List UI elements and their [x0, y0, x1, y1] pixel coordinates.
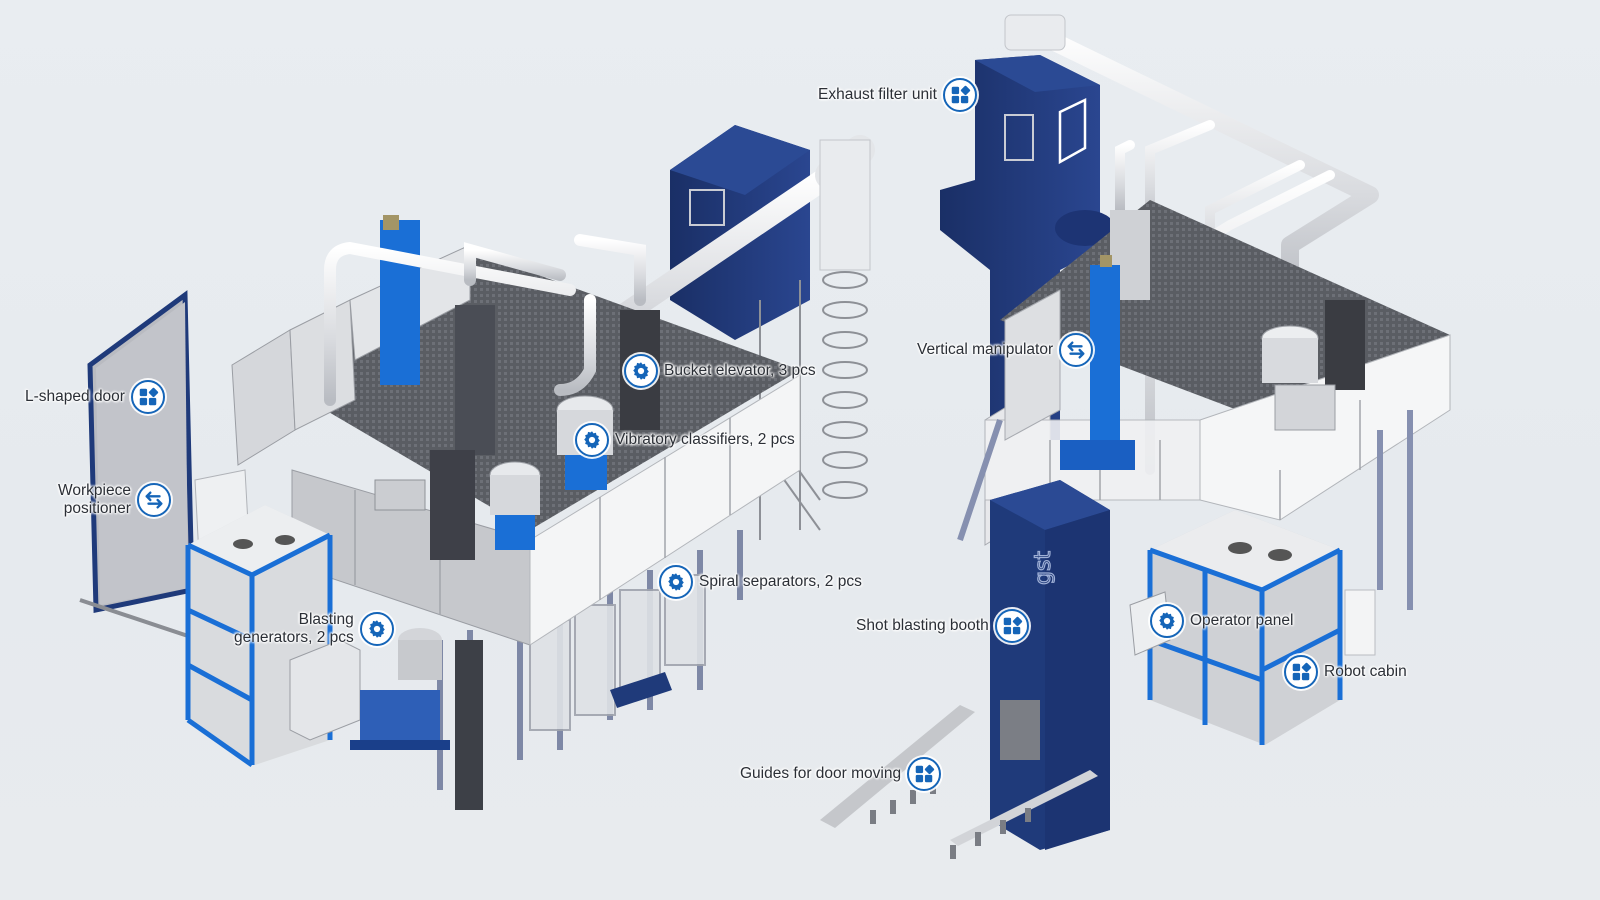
hotspot-spiral-separators[interactable]: Spiral separators, 2 pcs: [659, 565, 862, 599]
hotspot-bucket-elevator[interactable]: Bucket elevator, 3 pcs: [624, 354, 816, 388]
hotspot-label: Bucket elevator, 3 pcs: [664, 362, 816, 379]
gear-icon[interactable]: [659, 565, 693, 599]
modules-icon[interactable]: [942, 78, 977, 112]
hotspot-operator-panel[interactable]: Operator panel: [1150, 604, 1293, 638]
hotspot-label: Operator panel: [1190, 612, 1294, 629]
hotspot-label-line2: generators, 2 pcs: [234, 629, 354, 646]
hotspot-vertical-manipulator[interactable]: Vertical manipulator: [917, 333, 1094, 367]
hotspot-blasting-generators[interactable]: Blasting generators, 2 pcs: [234, 611, 394, 647]
modules-icon[interactable]: [907, 757, 942, 791]
right-machine: gst: [820, 14, 1451, 859]
hotspot-label: Exhaust filter unit: [818, 86, 937, 103]
modules-icon[interactable]: [1284, 655, 1318, 689]
gear-icon[interactable]: [1150, 604, 1184, 638]
hotspot-label: Workpiece positioner: [58, 482, 131, 518]
hotspot-label: Guides for door moving: [740, 765, 902, 782]
hotspot-label-line2: positioner: [63, 500, 131, 517]
hotspot-l-shaped-door[interactable]: L-shaped door: [25, 380, 165, 414]
gear-icon[interactable]: [575, 423, 609, 457]
hotspot-label: Vibratory classifiers, 2 pcs: [615, 431, 795, 448]
hotspot-label: Vertical manipulator: [917, 341, 1054, 358]
hotspot-label: Spiral separators, 2 pcs: [699, 573, 862, 590]
hotspot-label: L-shaped door: [25, 388, 125, 405]
booth-logo: gst: [1031, 551, 1056, 585]
modules-icon[interactable]: [994, 609, 1029, 643]
hotspot-label-line1: Workpiece: [58, 482, 131, 499]
swap-arrows-icon[interactable]: [1059, 333, 1094, 367]
gear-icon[interactable]: [359, 612, 394, 646]
modules-icon[interactable]: [130, 380, 165, 414]
hotspot-vibratory-classifiers[interactable]: Vibratory classifiers, 2 pcs: [575, 423, 795, 457]
hotspot-shot-blasting-booth[interactable]: Shot blasting booth: [856, 609, 1029, 643]
hotspot-guides-for-door-moving[interactable]: Guides for door moving: [740, 757, 942, 791]
hotspot-exhaust-filter-unit[interactable]: Exhaust filter unit: [818, 78, 977, 112]
swap-arrows-icon[interactable]: [136, 483, 171, 517]
hotspot-workpiece-positioner[interactable]: Workpiece positioner: [58, 482, 171, 518]
hotspot-robot-cabin[interactable]: Robot cabin: [1284, 655, 1407, 689]
left-machine: [79, 125, 875, 810]
hotspot-label-line1: Blasting: [298, 611, 354, 628]
hotspot-label: Robot cabin: [1324, 663, 1407, 680]
gear-icon[interactable]: [624, 354, 658, 388]
hotspot-label: Blasting generators, 2 pcs: [234, 611, 354, 647]
hotspot-label: Shot blasting booth: [856, 617, 989, 634]
